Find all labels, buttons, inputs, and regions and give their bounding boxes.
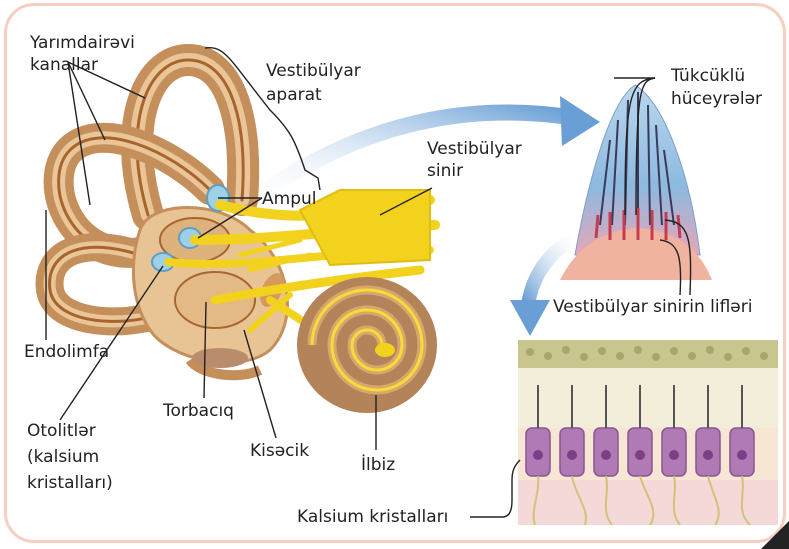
label-vestibular-nerve-2: sinir: [427, 160, 463, 182]
label-otoliths-3: kristalları): [27, 472, 113, 494]
label-hair-cells-2: hüceyrələr: [671, 88, 762, 110]
label-vestibular-nerve-1: Vestibülyar: [427, 138, 522, 160]
label-hair-cells-1: Tükcüklü: [671, 65, 745, 87]
label-nerve-fibers: Vestibülyar sinirin lifləri: [553, 296, 752, 318]
cochlea: [297, 277, 437, 413]
label-otoliths-1: Otolitlər: [27, 420, 96, 442]
label-ampul: Ampul: [262, 188, 316, 210]
corner-decoration: [761, 521, 789, 549]
label-endolymph: Endolimfa: [24, 341, 109, 363]
label-vestibular-apparatus-2: aparat: [266, 84, 322, 106]
otolith-membrane-detail: [518, 340, 778, 525]
label-otoliths-2: (kalsium: [27, 446, 99, 468]
label-kisecik: Kisəcik: [250, 440, 309, 462]
label-semicircular-canals-1: Yarımdairəvi: [30, 32, 135, 54]
zoom-arrow-top-head: [560, 96, 600, 146]
label-semicircular-canals-2: kanallar: [30, 54, 98, 76]
zoom-arrow-bottom-head: [510, 300, 550, 336]
label-calcium-crystals: Kalsium kristalları: [297, 506, 448, 528]
label-ilbiz: İlbiz: [361, 454, 395, 476]
label-torbaciq: Torbacıq: [163, 400, 234, 422]
label-vestibular-apparatus-1: Vestibülyar: [266, 60, 361, 82]
